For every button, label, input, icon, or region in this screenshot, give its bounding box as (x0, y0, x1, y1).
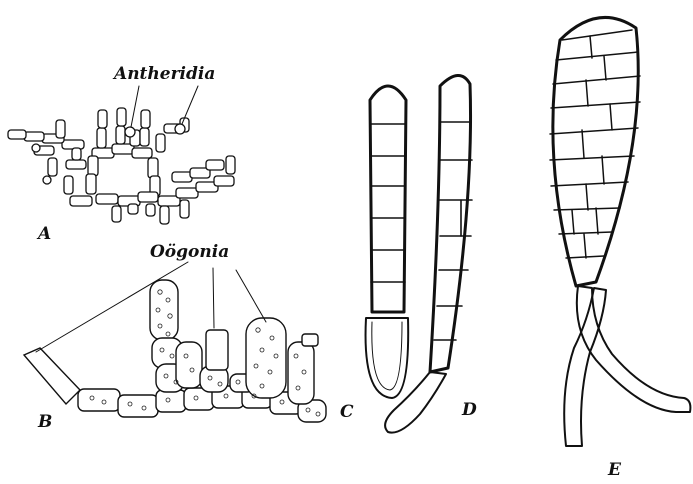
antheridia-leader-2 (182, 86, 198, 124)
panel-c-drawing (366, 86, 409, 398)
panel-c-label: C (340, 404, 354, 421)
panel-a-label: A (38, 226, 51, 243)
oogonia-leader-3 (236, 270, 266, 322)
antheridia-label: Antheridia (114, 66, 215, 83)
antheridia-leader-1 (131, 86, 139, 127)
panel-a-drawing (8, 108, 235, 224)
oogonia-leader-2 (213, 268, 214, 328)
panel-b-label: B (38, 414, 52, 431)
panel-d-label: D (462, 402, 477, 419)
panel-e-drawing (550, 17, 690, 446)
panel-b-drawing (24, 280, 326, 422)
oogonia-label: Oögonia (150, 244, 229, 261)
panel-d-drawing (385, 75, 472, 432)
panel-e-label: E (608, 462, 621, 479)
